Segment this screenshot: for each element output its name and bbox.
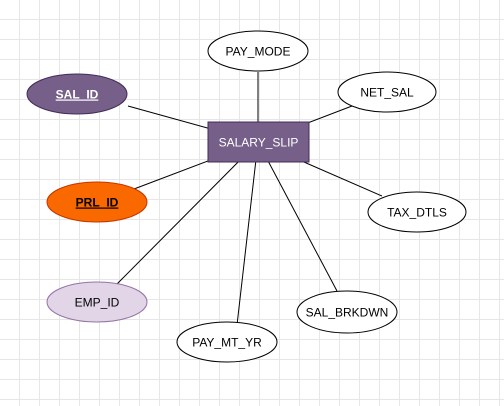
attribute-emp-id[interactable]: EMP_ID [46, 281, 148, 323]
connector-lines [116, 72, 383, 326]
edge-emp-id [116, 141, 259, 285]
entity-label: SALARY_SLIP [219, 136, 299, 150]
attribute-label-net-sal: NET_SAL [360, 86, 414, 100]
entity-salary-slip[interactable]: SALARY_SLIP [207, 121, 310, 163]
attribute-sal-id[interactable]: SAL_ID [26, 73, 128, 115]
attribute-label-pay-mt-yr: PAY_MT_YR [192, 336, 262, 350]
attribute-label-prl-id: PRL_ID [76, 196, 119, 210]
attribute-net-sal[interactable]: NET_SAL [337, 71, 437, 113]
attribute-pay-mode[interactable]: PAY_MODE [207, 30, 309, 72]
attribute-label-emp-id: EMP_ID [75, 296, 120, 310]
attribute-sal-brkdwn[interactable]: SAL_BRKDWN [296, 290, 398, 334]
edge-sal-brkdwn [257, 141, 338, 292]
attribute-prl-id[interactable]: PRL_ID [46, 181, 148, 223]
attribute-label-pay-mode: PAY_MODE [226, 45, 291, 59]
attribute-label-sal-id: SAL_ID [56, 88, 99, 102]
edge-pay-mt-yr [236, 141, 259, 326]
attribute-tax-dtls[interactable]: TAX_DTLS [367, 191, 467, 233]
attribute-label-tax-dtls: TAX_DTLS [387, 206, 447, 220]
attribute-label-sal-brkdwn: SAL_BRKDWN [306, 306, 389, 320]
attribute-pay-mt-yr[interactable]: PAY_MT_YR [176, 321, 278, 363]
